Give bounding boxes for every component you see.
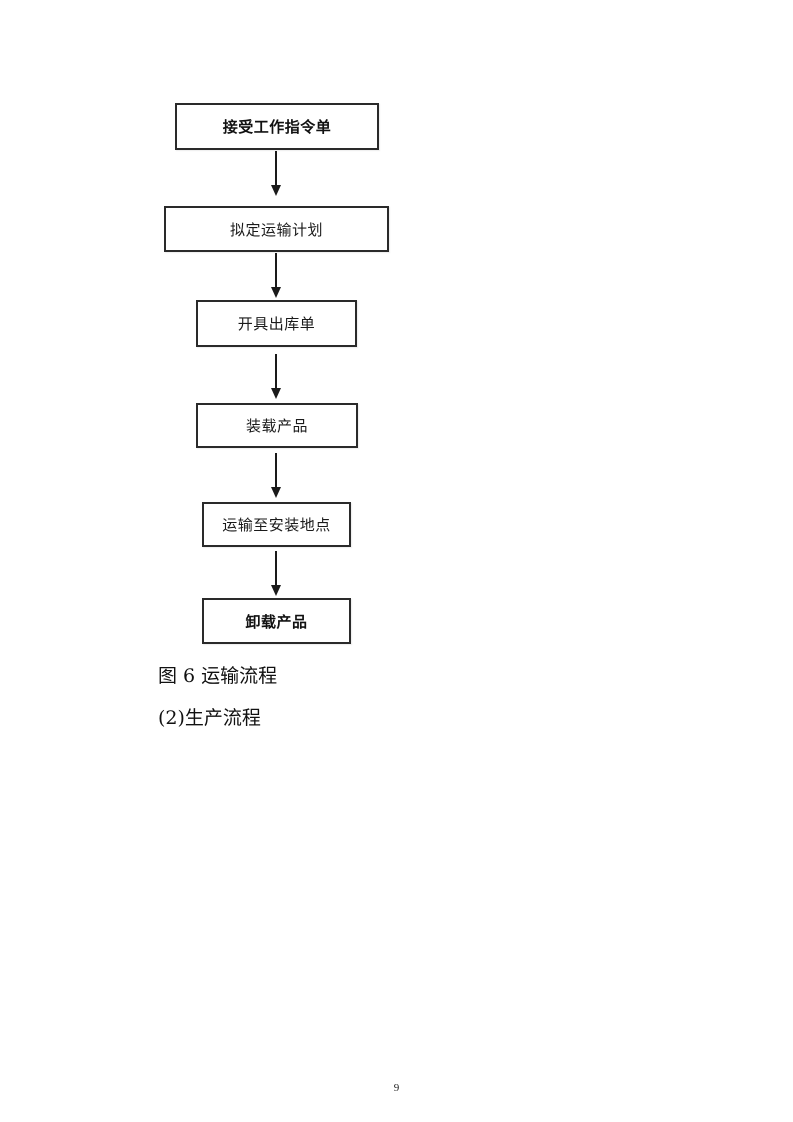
arrow-down-icon [269, 453, 283, 499]
flow-step-label: 卸载产品 [245, 612, 308, 631]
flow-step-load-products: 装载产品 [196, 403, 358, 448]
arrow-down-icon [269, 354, 283, 400]
flow-step-issue-outbound-order: 开具出库单 [196, 300, 357, 347]
flow-step-transport-to-site: 运输至安装地点 [202, 502, 351, 547]
figure-caption: 图 6 运输流程 [158, 665, 278, 687]
section-heading: (2)生产流程 [158, 707, 261, 729]
arrow-down-icon [269, 151, 283, 197]
page-number: 9 [393, 1082, 400, 1094]
flow-step-receive-work-order: 接受工作指令单 [175, 103, 379, 150]
flow-step-unload-products: 卸载产品 [202, 598, 351, 644]
flow-step-label: 运输至安装地点 [222, 516, 331, 534]
flow-step-label: 接受工作指令单 [222, 118, 332, 136]
flow-step-label: 装载产品 [245, 417, 308, 435]
arrow-down-icon [269, 551, 283, 597]
flow-step-draft-transport-plan: 拟定运输计划 [164, 206, 389, 252]
flow-step-label: 拟定运输计划 [229, 220, 323, 239]
flow-step-label: 开具出库单 [237, 315, 316, 333]
arrow-down-icon [269, 253, 283, 299]
